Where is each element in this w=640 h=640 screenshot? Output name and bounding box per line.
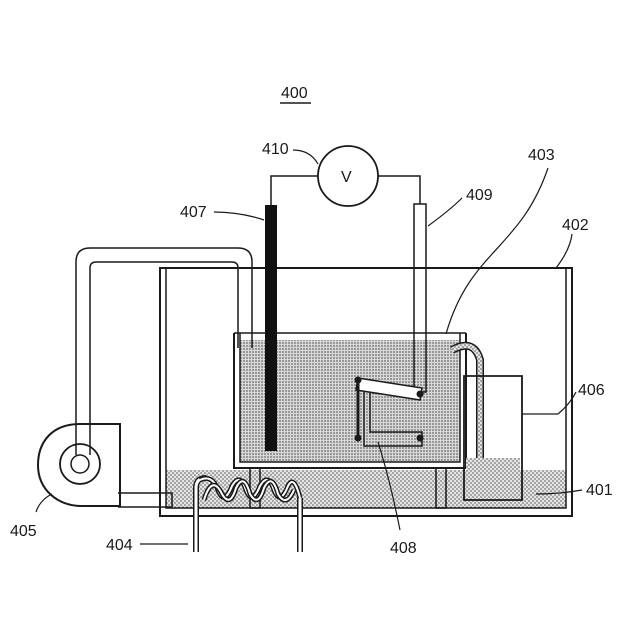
label-406: 406 xyxy=(578,382,605,399)
label-404: 404 xyxy=(106,537,133,554)
voltmeter: V xyxy=(271,146,420,206)
beaker-liquid xyxy=(466,458,520,498)
beaker xyxy=(464,376,522,500)
label-408: 408 xyxy=(390,540,417,557)
label-409: 409 xyxy=(466,187,493,204)
black-electrode xyxy=(265,205,277,451)
label-410: 410 xyxy=(262,141,289,158)
figure-number: 400 xyxy=(281,85,308,102)
voltmeter-symbol: V xyxy=(341,169,352,186)
label-402: 402 xyxy=(562,217,589,234)
label-407: 407 xyxy=(180,204,207,221)
label-401: 401 xyxy=(586,482,613,499)
pump xyxy=(38,424,120,506)
label-405: 405 xyxy=(10,523,37,540)
circulation-pipe xyxy=(76,248,252,507)
label-403: 403 xyxy=(528,147,555,164)
